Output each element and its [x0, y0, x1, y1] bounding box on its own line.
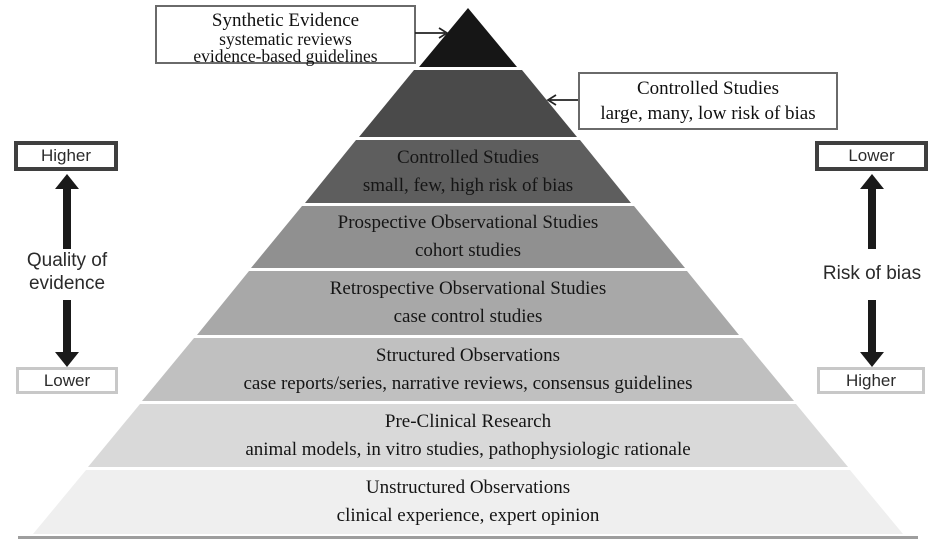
- level-title: Controlled Studies: [397, 146, 539, 168]
- arrow-shaft: [63, 189, 71, 249]
- pyramid-base-line: [18, 536, 918, 539]
- left-axis-title: Quality of evidence: [0, 249, 134, 295]
- axis-title-line: Quality of: [26, 250, 108, 271]
- arrowhead-up: [55, 174, 79, 189]
- left-axis-lower-box: Lower: [16, 367, 118, 394]
- pyramid-level-7-preclinical-research: Pre-Clinical Research animal models, in …: [88, 404, 848, 467]
- right-axis-higher-box: Higher: [817, 367, 925, 394]
- axis-box-label: Lower: [848, 146, 895, 165]
- pyramid-level-1-synthetic-evidence: [419, 8, 517, 67]
- axis-box-label: Higher: [845, 370, 897, 390]
- arrow-shaft: [868, 300, 876, 352]
- pyramid-level-4-prospective-observational: Prospective Observational Studies cohort…: [251, 206, 685, 268]
- pyramid-level-3-controlled-studies-weak: Controlled Studies small, few, high risk…: [305, 140, 631, 203]
- callout-controlled-studies: Controlled Studies large, many, low risk…: [578, 72, 838, 130]
- arrow-shaft: [868, 189, 876, 249]
- level-subtitle: small, few, high risk of bias: [362, 174, 574, 196]
- level-title: Structured Observations: [375, 344, 561, 366]
- level-title: Prospective Observational Studies: [337, 212, 599, 234]
- up-arrow-icon: [55, 174, 79, 249]
- callout-title: Synthetic Evidence: [211, 10, 360, 31]
- axis-title-line: Risk of bias: [822, 263, 922, 284]
- right-axis-title: Risk of bias: [806, 262, 936, 285]
- right-axis-lower-box: Lower: [815, 141, 928, 171]
- axis-box-label: Higher: [40, 146, 92, 165]
- down-arrow-icon: [55, 300, 79, 367]
- callout-arrow-right-icon: [415, 27, 449, 39]
- arrowhead-down: [860, 352, 884, 367]
- axis-box-label: Lower: [43, 370, 91, 390]
- level-subtitle: cohort studies: [414, 240, 522, 261]
- pyramid-level-8-unstructured-observations: Unstructured Observations clinical exper…: [33, 470, 903, 534]
- level-subtitle: animal models, in vitro studies, pathoph…: [245, 438, 691, 460]
- left-axis-higher-box: Higher: [14, 141, 118, 171]
- callout-synthetic-evidence: Synthetic Evidence systematic reviews ev…: [155, 5, 416, 66]
- pyramid-level-5-retrospective-observational: Retrospective Observational Studies case…: [197, 271, 739, 335]
- up-arrow-icon: [860, 174, 884, 249]
- callout-line: systematic reviews: [219, 29, 352, 49]
- callout-arrow-left-icon: [546, 94, 578, 106]
- level-subtitle: case reports/series, narrative reviews, …: [243, 372, 693, 394]
- level-title: Pre-Clinical Research: [384, 410, 552, 432]
- callout-title: Controlled Studies: [637, 78, 779, 99]
- callout-line: large, many, low risk of bias: [600, 103, 816, 124]
- axis-title-line: evidence: [28, 273, 106, 294]
- pyramid-level-6-structured-observations: Structured Observations case reports/ser…: [142, 338, 794, 401]
- level-title: Retrospective Observational Studies: [329, 278, 607, 300]
- level-subtitle: case control studies: [393, 306, 543, 327]
- callout-line: evidence-based guidelines: [193, 46, 378, 66]
- arrowhead-up: [860, 174, 884, 189]
- level-subtitle: clinical experience, expert opinion: [336, 505, 600, 526]
- level-title: Unstructured Observations: [365, 477, 571, 499]
- arrow-shaft: [63, 300, 71, 352]
- down-arrow-icon: [860, 300, 884, 367]
- arrowhead-down: [55, 352, 79, 367]
